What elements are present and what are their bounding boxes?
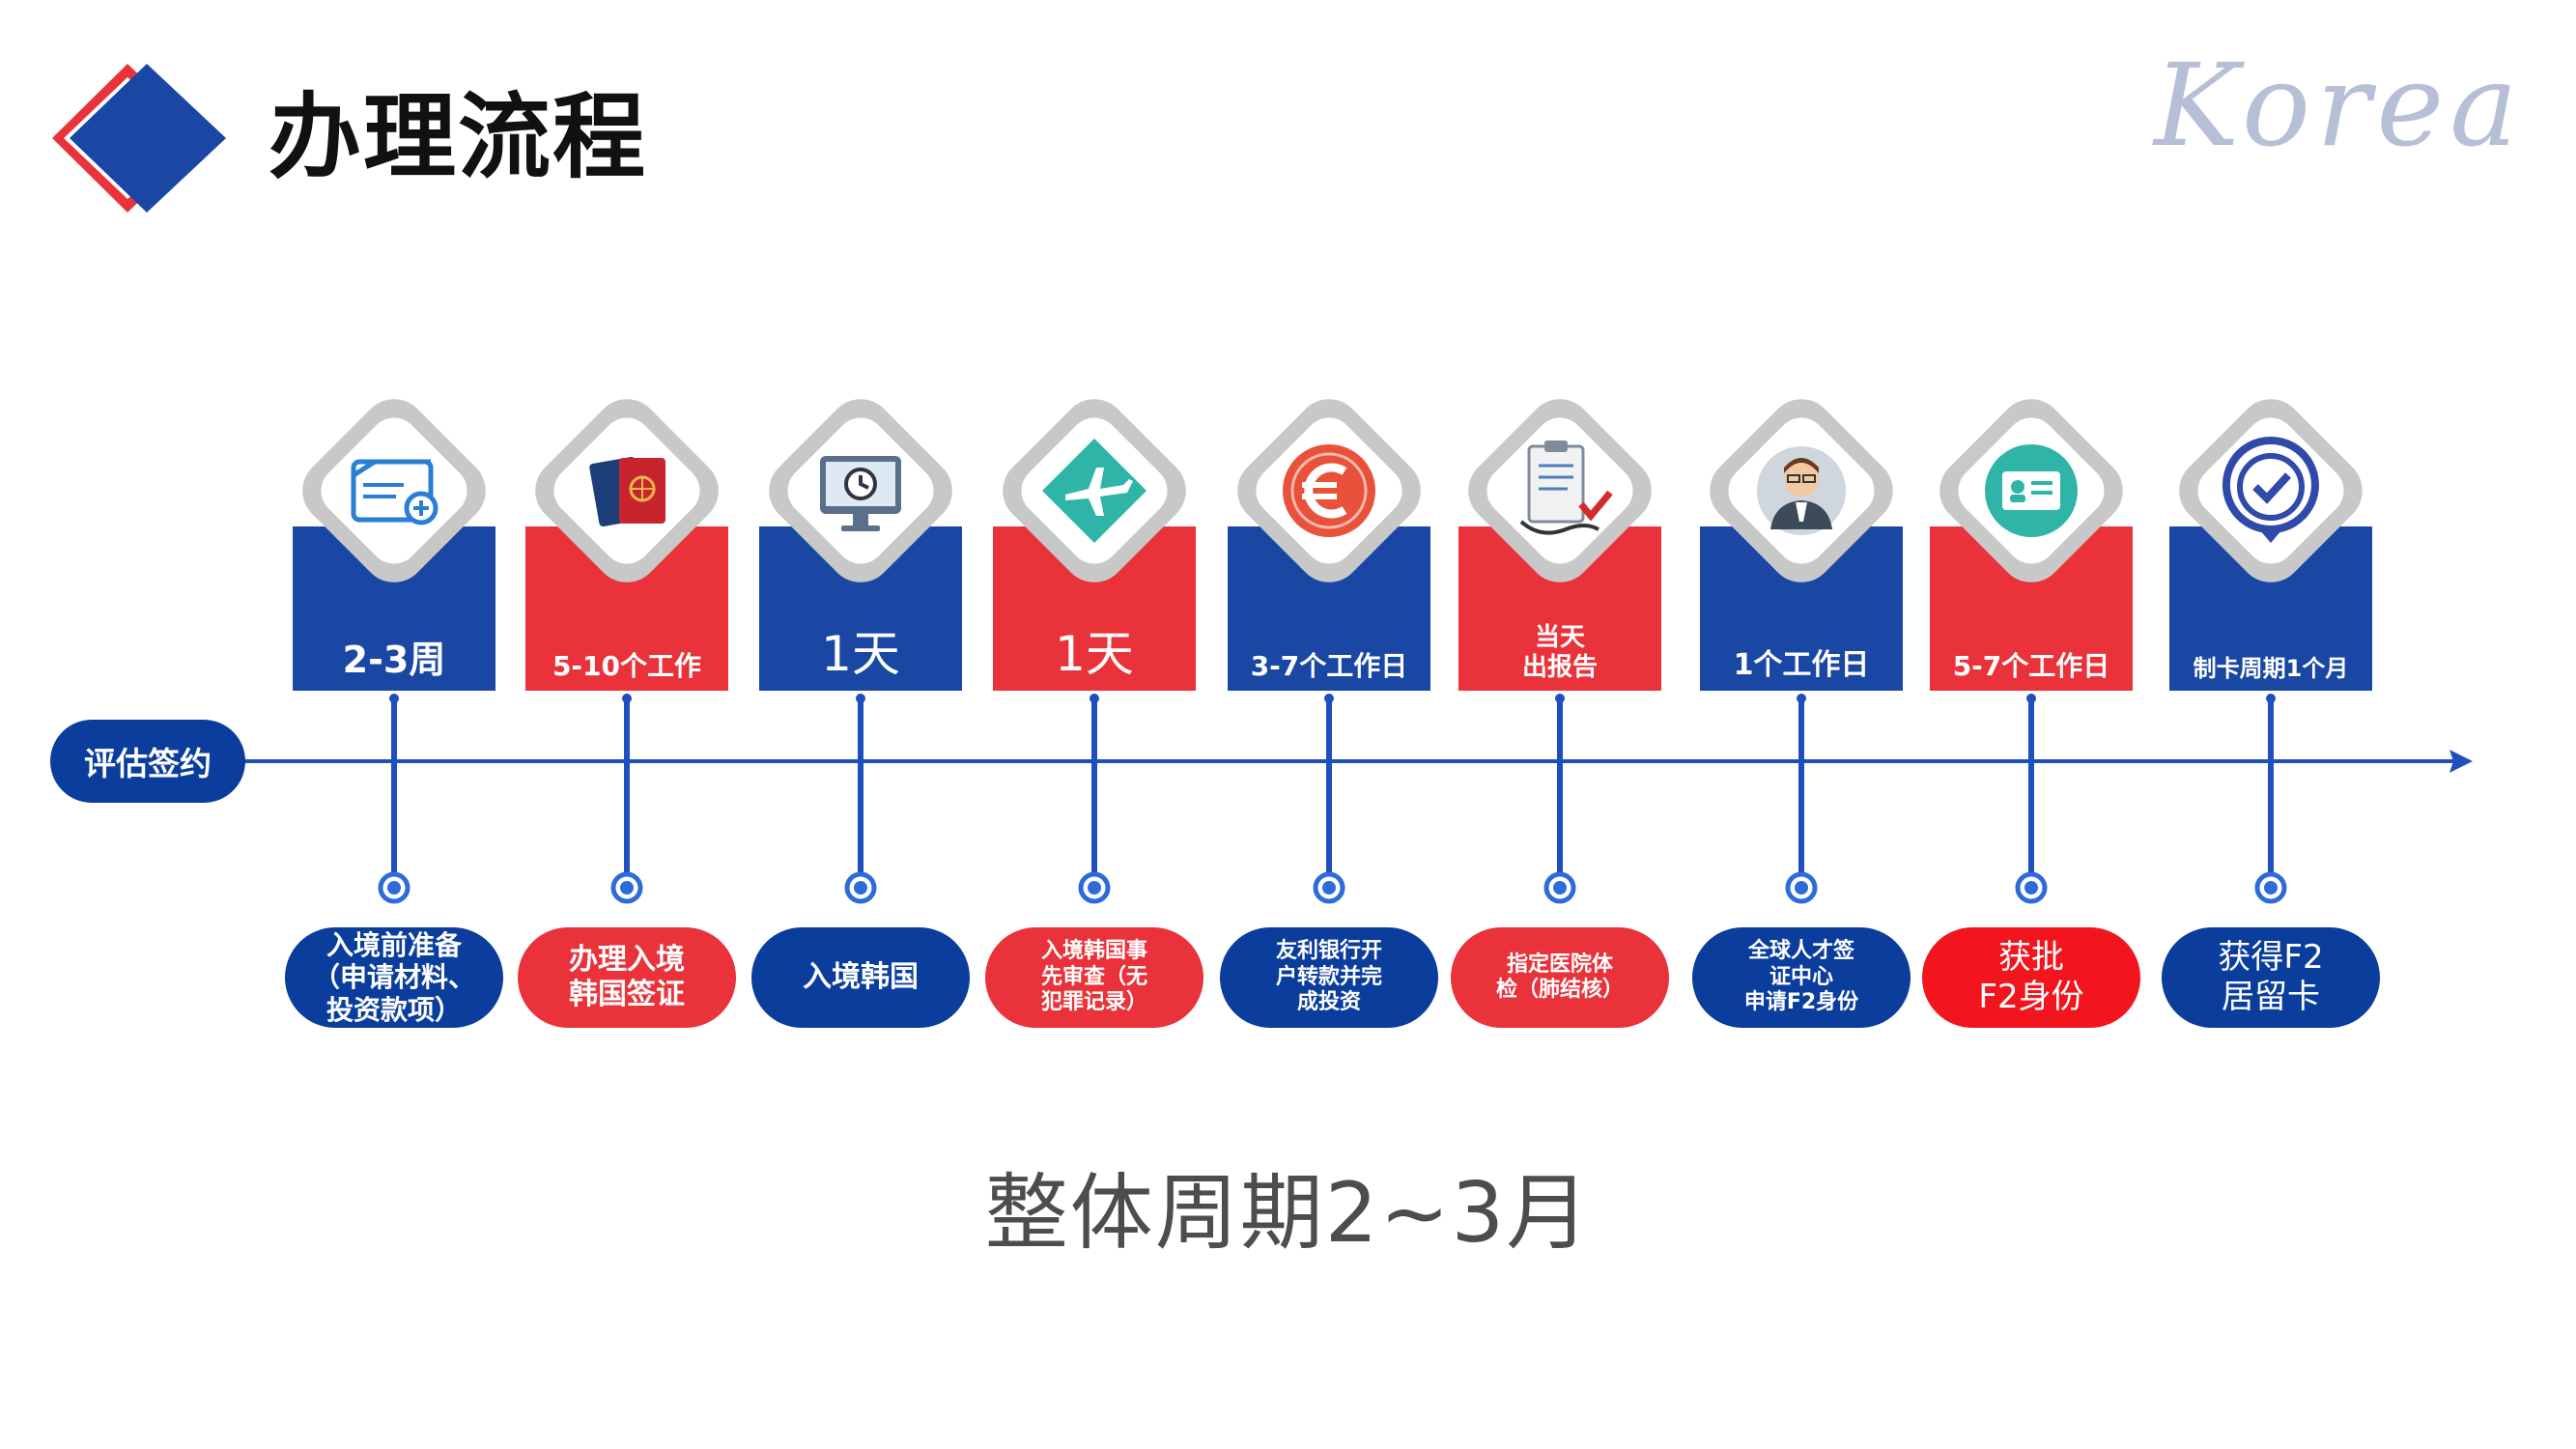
officer-avatar-icon: [1757, 446, 1846, 535]
euro-icon: [1283, 444, 1375, 537]
passport-icon: [589, 456, 665, 527]
step-duration-label: 1天: [1055, 626, 1134, 682]
connector-node-center: [387, 881, 401, 895]
monitor-clock-icon: [820, 456, 901, 531]
step-connector: [844, 694, 877, 904]
step-badge-label: 友利银行开 户转款并完 成投资: [1275, 939, 1382, 1015]
step-diamond: [769, 399, 952, 582]
process-step: 2-3周 入境前准备 （申请材料、 投资款项）: [285, 382, 503, 1251]
step-duration-label: 当天 出报告: [1521, 622, 1598, 682]
connector-node-center: [620, 881, 634, 895]
step-badge: 入境韩国事 先审查（无 犯罪记录）: [985, 927, 1203, 1028]
brand-diamond-logo: [52, 64, 226, 213]
connector-node-center: [1322, 881, 1336, 895]
step-badge: 获批 F2身份: [1922, 927, 2140, 1028]
connector-node-center: [2264, 881, 2278, 895]
step-connector: [1313, 694, 1345, 904]
step-connector: [1543, 694, 1576, 904]
step-connector: [2254, 694, 2287, 904]
connector-node-center: [854, 881, 867, 895]
step-connector: [2015, 694, 2048, 904]
process-step: 3-7个工作日 友利银行开 户转款并完 成投资: [1220, 382, 1438, 1251]
step-badge: 获得F2 居留卡: [2162, 927, 2380, 1028]
page-title: 办理流程: [269, 83, 647, 191]
connector-node-center: [1088, 881, 1101, 895]
id-card-icon: [1985, 444, 2078, 537]
process-step: 制卡周期1个月 获得F2 居留卡: [2162, 382, 2380, 1251]
step-badge: 入境前准备 （申请材料、 投资款项）: [285, 927, 503, 1028]
step-diamond: [302, 399, 486, 582]
step-duration-tab: 5-10个工作: [525, 526, 728, 691]
step-duration-label: 5-10个工作: [552, 650, 702, 683]
process-step: 当天 出报告 指定医院体 检（肺结核）: [1451, 382, 1669, 1251]
step-badge: 指定医院体 检（肺结核）: [1451, 927, 1669, 1028]
start-label: 评估签约: [84, 745, 212, 782]
step-badge: 办理入境 韩国签证: [518, 927, 736, 1028]
start-pill: 评估签约: [50, 720, 245, 803]
check-badge-icon: [2222, 437, 2319, 543]
step-badge-label: 全球人才签 证中心 申请F2身份: [1743, 939, 1859, 1015]
step-badge: 入境韩国: [751, 927, 970, 1028]
airplane-icon: [1042, 439, 1146, 543]
connector-node-center: [2024, 881, 2038, 895]
step-badge: 友利银行开 户转款并完 成投资: [1220, 927, 1438, 1028]
step-diamond: [1468, 399, 1652, 582]
step-connector: [1785, 694, 1818, 904]
step-duration-label: 1天: [821, 626, 900, 682]
step-diamond: [2179, 399, 2363, 582]
process-step: 5-7个工作日 获批 F2身份: [1922, 382, 2140, 1251]
process-step: 1天 入境韩国: [751, 382, 970, 1251]
step-duration-label: 制卡周期1个月: [2193, 655, 2349, 683]
process-step: 1天 入境韩国事 先审查（无 犯罪记录）: [985, 382, 1203, 1251]
step-duration-label: 1个工作日: [1733, 648, 1870, 682]
step-badge-label: 入境前准备 （申请材料、 投资款项）: [312, 928, 475, 1026]
step-badge-label: 办理入境 韩国签证: [569, 943, 685, 1011]
process-step: 1个工作日 全球人才签 证中心 申请F2身份: [1692, 382, 1911, 1251]
connector-node-center: [1795, 881, 1808, 895]
step-duration-label: 5-7个工作日: [1952, 650, 2110, 683]
step-badge-label: 指定医院体 检（肺结核）: [1495, 952, 1624, 1002]
step-diamond: [1710, 399, 1893, 582]
korea-watermark: Korea: [2154, 39, 2524, 172]
step-duration-label: 3-7个工作日: [1250, 650, 1408, 683]
medical-checklist-icon: [1519, 440, 1613, 535]
timeline-arrowhead: [2449, 750, 2473, 773]
step-diamond: [1003, 399, 1186, 582]
step-diamond: [535, 399, 719, 582]
step-duration-label: 2-3周: [342, 639, 446, 682]
process-step: 5-10个工作 办理入境 韩国签证: [518, 382, 736, 1251]
step-connector: [1078, 694, 1111, 904]
step-diamond: [1237, 399, 1421, 582]
step-badge-label: 获批 F2身份: [1978, 938, 2084, 1016]
step-badge: 全球人才签 证中心 申请F2身份: [1692, 927, 1911, 1028]
step-badge-label: 获得F2 居留卡: [2218, 938, 2324, 1016]
step-connector: [378, 694, 410, 904]
step-badge-label: 入境韩国事 先审查（无 犯罪记录）: [1040, 939, 1147, 1015]
connector-node-center: [1553, 881, 1567, 895]
step-badge-label: 入境韩国: [803, 960, 919, 994]
summary-text: 整体周期2~3月: [984, 1165, 1592, 1262]
folder-icon: [351, 459, 439, 526]
step-connector: [610, 694, 643, 904]
step-diamond: [1939, 399, 2123, 582]
